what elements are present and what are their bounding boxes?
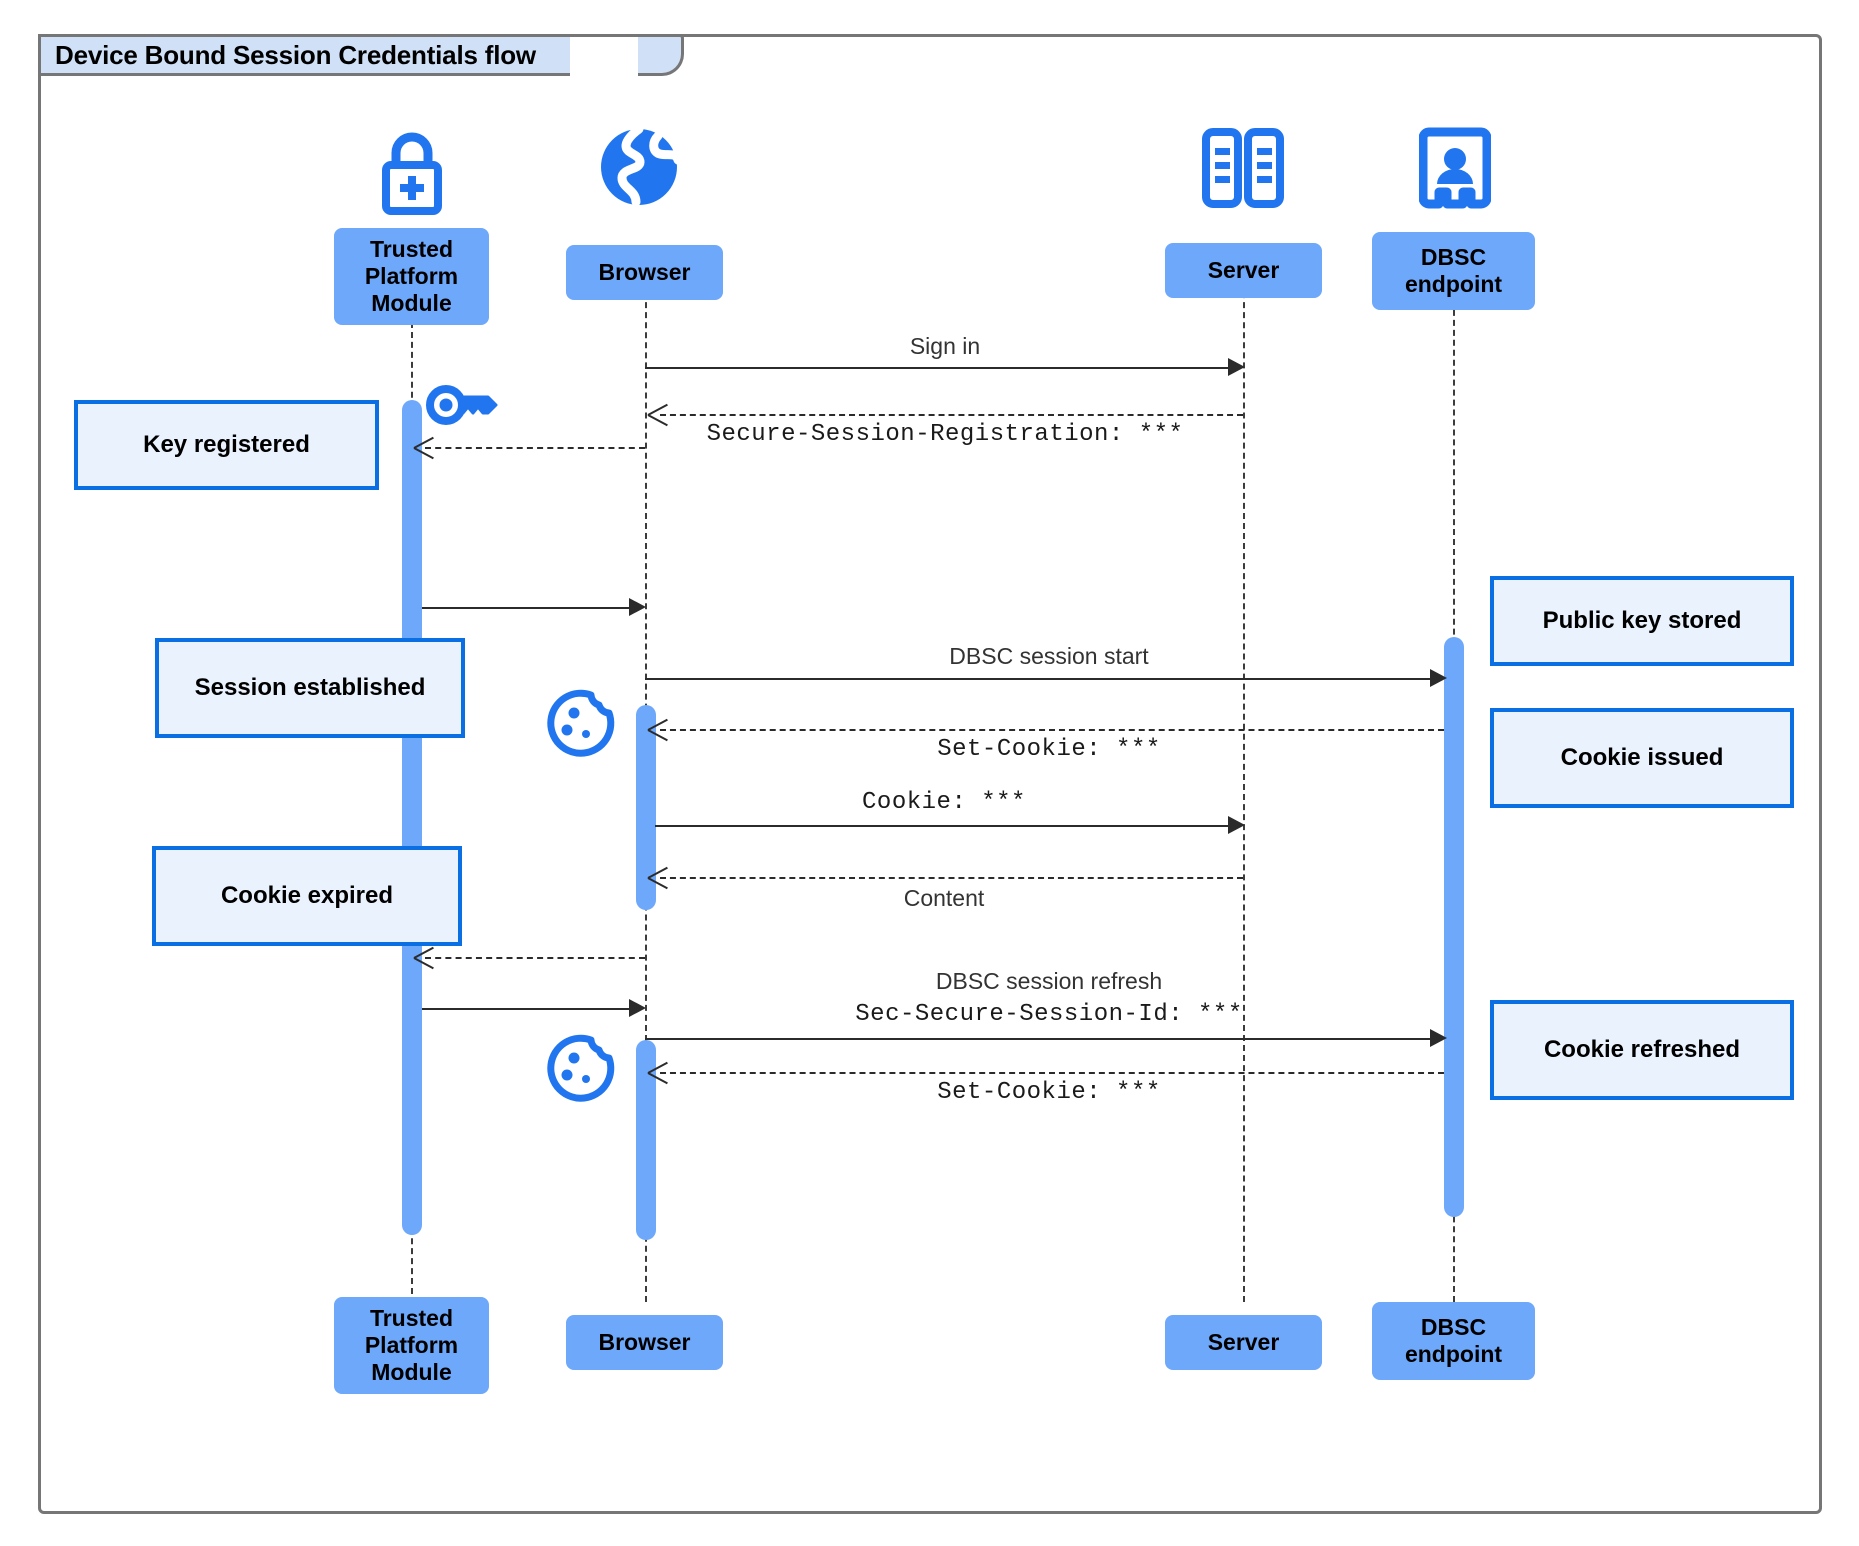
- note-session-established: Session established: [155, 638, 465, 738]
- message-line-dbsc-session-start: [645, 678, 1443, 680]
- note-cookie-issued: Cookie issued: [1490, 708, 1794, 808]
- note-key-registered: Key registered: [74, 400, 379, 490]
- message-label-set-cookie-1: Set-Cookie: ***: [937, 736, 1161, 763]
- participant-dbsc-top[interactable]: DBSC endpoint: [1372, 232, 1535, 310]
- message-line-set-cookie-2: [660, 1072, 1444, 1074]
- activation-bar-dbsc: [1444, 637, 1464, 1217]
- arrow-head-sign-in: [1228, 358, 1245, 376]
- message-label-secure-session-registration: Secure-Session-Registration: ***: [706, 421, 1184, 448]
- lock-plus-icon: [369, 127, 455, 217]
- message-label-set-cookie-2: Set-Cookie: ***: [937, 1079, 1161, 1106]
- note-text: Cookie refreshed: [1543, 1036, 1741, 1063]
- arrow-head-dbsc-session-start: [1430, 669, 1447, 687]
- arrow-head-cookie-request: [1228, 816, 1245, 834]
- participant-label: Trusted Platform Module: [364, 1304, 459, 1386]
- message-line-dbsc-session-refresh: [645, 1038, 1443, 1040]
- message-label-sec-secure-session-id: Sec-Secure-Session-Id: ***: [855, 1001, 1243, 1028]
- note-text: Public key stored: [1542, 607, 1742, 634]
- message-line-registration-to-tpm: [425, 447, 645, 449]
- participant-tpm-bottom[interactable]: Trusted Platform Module: [334, 1297, 489, 1394]
- diagram-frame: [38, 34, 1822, 1514]
- message-line-tpm-sign-to-browser: [422, 1008, 634, 1010]
- key-icon: [424, 380, 502, 430]
- arrow-head-tpm-sign-to-browser: [629, 999, 646, 1017]
- participant-label: Server: [1207, 1328, 1280, 1355]
- lifeline-server: [1243, 272, 1245, 1302]
- note-text: Cookie expired: [220, 882, 394, 909]
- note-text: Session established: [194, 674, 426, 701]
- participant-browser-bottom[interactable]: Browser: [566, 1315, 723, 1370]
- note-cookie-refreshed: Cookie refreshed: [1490, 1000, 1794, 1100]
- page-title: Device Bound Session Credentials flow: [55, 39, 536, 70]
- message-line-content: [660, 877, 1243, 879]
- globe-icon: [596, 124, 683, 210]
- participant-label: DBSC endpoint: [1404, 243, 1503, 297]
- message-line-set-cookie-1: [660, 729, 1444, 731]
- arrow-head-dbsc-session-refresh: [1430, 1029, 1447, 1047]
- server-rack-icon: [1200, 128, 1286, 210]
- message-line-secure-session-registration: [660, 414, 1243, 416]
- note-text: Cookie issued: [1560, 744, 1724, 771]
- message-line-sign-in: [645, 367, 1233, 369]
- cookie-icon: [546, 1033, 616, 1103]
- message-line-cookie-request: [655, 825, 1233, 827]
- frame-tab-clip: [638, 34, 684, 76]
- participant-label: Browser: [598, 1328, 691, 1355]
- participant-server-bottom[interactable]: Server: [1165, 1315, 1322, 1370]
- participant-label: Trusted Platform Module: [364, 235, 459, 317]
- cookie-icon: [546, 688, 616, 758]
- participant-tpm-top[interactable]: Trusted Platform Module: [334, 228, 489, 325]
- message-label-sign-in: Sign in: [909, 333, 981, 359]
- activation-bar-browser-2: [636, 1040, 656, 1240]
- activation-bar-tpm: [402, 400, 422, 1235]
- arrow-head-expired-to-tpm: [414, 946, 434, 968]
- participant-label: Browser: [598, 258, 691, 285]
- participant-browser-top[interactable]: Browser: [566, 245, 723, 300]
- note-public-key-stored: Public key stored: [1490, 576, 1794, 666]
- note-text: Key registered: [143, 431, 310, 458]
- arrow-head-tpm-key-to-browser: [629, 598, 646, 616]
- participant-label: Server: [1207, 256, 1280, 283]
- note-cookie-expired: Cookie expired: [152, 846, 462, 946]
- message-label-dbsc-session-refresh: DBSC session refresh: [935, 968, 1163, 994]
- message-label-cookie-request: Cookie: ***: [862, 789, 1026, 816]
- message-line-tpm-key-to-browser: [422, 607, 634, 609]
- message-label-content: Content: [903, 885, 985, 911]
- activation-bar-browser-1: [636, 705, 656, 910]
- participant-label: DBSC endpoint: [1404, 1313, 1503, 1367]
- participant-server-top[interactable]: Server: [1165, 243, 1322, 298]
- frame-title-tab: Device Bound Session Credentials flow: [38, 34, 570, 76]
- participant-dbsc-bottom[interactable]: DBSC endpoint: [1372, 1302, 1535, 1380]
- message-line-expired-to-tpm: [425, 957, 645, 959]
- message-label-dbsc-session-start: DBSC session start: [949, 643, 1149, 669]
- arrow-head-registration-to-tpm: [414, 436, 434, 458]
- id-badge-icon: [1418, 126, 1492, 210]
